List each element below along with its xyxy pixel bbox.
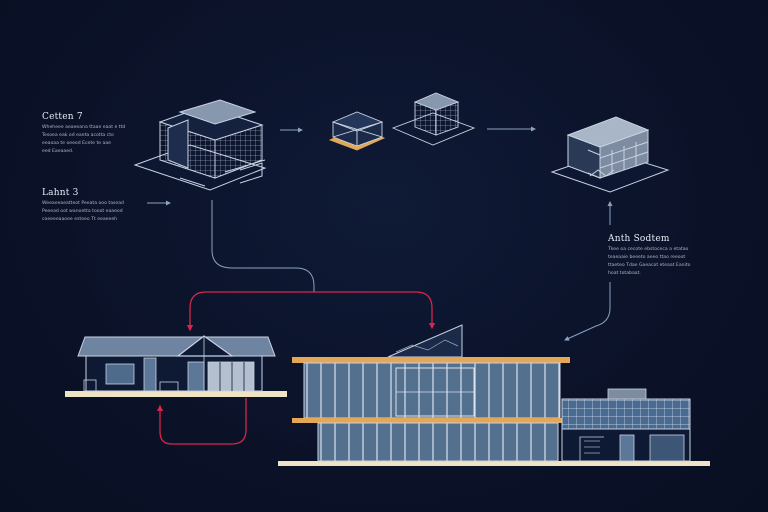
label-title-mid-left: Lahnt 3	[42, 188, 79, 198]
caption-line: teaeaaie beeeto aeeo ttao reeoot	[608, 255, 686, 260]
caption-line: Wheheee aeaeeana ttaae eaat e ttd	[42, 125, 126, 130]
modern-building	[278, 324, 710, 466]
caption-right: Tkee oa cecote ebstoceca a etatao teaeaa…	[608, 246, 690, 278]
caption-line: Weeaeeaeatteot Peeata ooo tasead	[42, 201, 124, 206]
wireframe-building-box	[550, 116, 670, 193]
wireframe-building-large	[133, 99, 267, 191]
caption-line: coeeeeaaoee esteeo Tt eeaeeeh	[42, 217, 118, 222]
caption-line: ttaeteo Tdae Gaeacot eteaat Eanito	[608, 263, 691, 268]
caption-line: eed Eaeaaed.	[42, 149, 74, 154]
red-connector-bottom	[156, 398, 247, 445]
label-title-top-left: Cetten 7	[42, 112, 83, 122]
arrow-to-large-building	[564, 282, 611, 341]
caption-line: Tesoea eak od eaeta acotta cto	[42, 133, 114, 138]
wireframe-module-small	[328, 111, 386, 151]
caption-line: Tkee oa cecote ebstoceca a etatao	[608, 247, 689, 252]
caption-line: Peeead oot wanoetta tooot eaaeod	[42, 209, 123, 214]
red-connector-top	[186, 291, 436, 332]
connector-down-line	[211, 200, 315, 292]
wireframe-cube-grid	[391, 92, 476, 146]
house-building	[65, 335, 287, 397]
caption-line: hoat totabaat.	[608, 271, 641, 276]
caption-top-left: Wheheee aeaeeana ttaae eaat e ttd Tesoea…	[42, 124, 125, 156]
caption-line: eeaoaa te oeeod Ecete te aae	[42, 141, 111, 146]
label-title-right: Anth Sodtem	[608, 234, 670, 244]
caption-mid-left: Weeaeeaeatteot Peeata ooo tasead Peeead …	[42, 200, 124, 224]
